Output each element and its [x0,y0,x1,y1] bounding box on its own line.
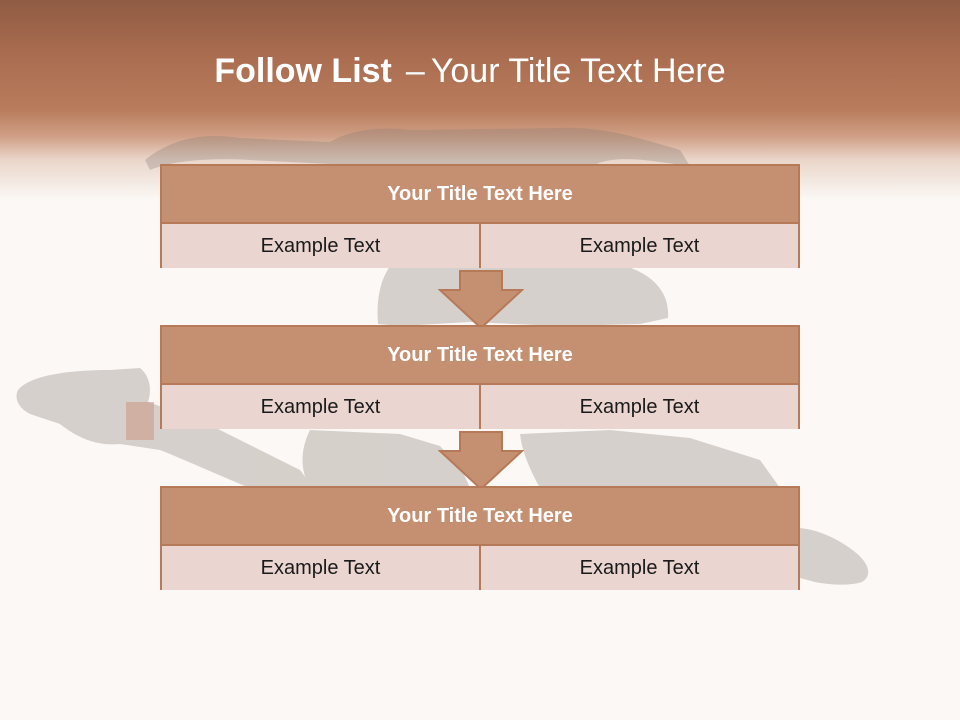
block-row: Example Text Example Text [162,385,798,429]
down-arrow-icon [438,270,524,330]
block-cell-right: Example Text [479,546,798,590]
list-block-2: Your Title Text Here Example Text Exampl… [160,325,800,429]
block-cell-left: Example Text [162,546,479,590]
block-title: Your Title Text Here [162,488,798,546]
block-title: Your Title Text Here [162,327,798,385]
block-cell-left: Example Text [162,224,479,268]
block-cell-right: Example Text [479,224,798,268]
block-row: Example Text Example Text [162,546,798,590]
down-arrow-icon [438,431,524,491]
block-row: Example Text Example Text [162,224,798,268]
title-rest: Your Title Text Here [430,52,726,90]
block-title: Your Title Text Here [162,166,798,224]
title-bold: Follow List [214,52,392,90]
block-cell-right: Example Text [479,385,798,429]
title-separator: – [405,52,425,90]
slide-title: Follow List–Your Title Text Here [0,52,940,91]
list-block-3: Your Title Text Here Example Text Exampl… [160,486,800,590]
list-block-1: Your Title Text Here Example Text Exampl… [160,164,800,268]
block-cell-left: Example Text [162,385,479,429]
